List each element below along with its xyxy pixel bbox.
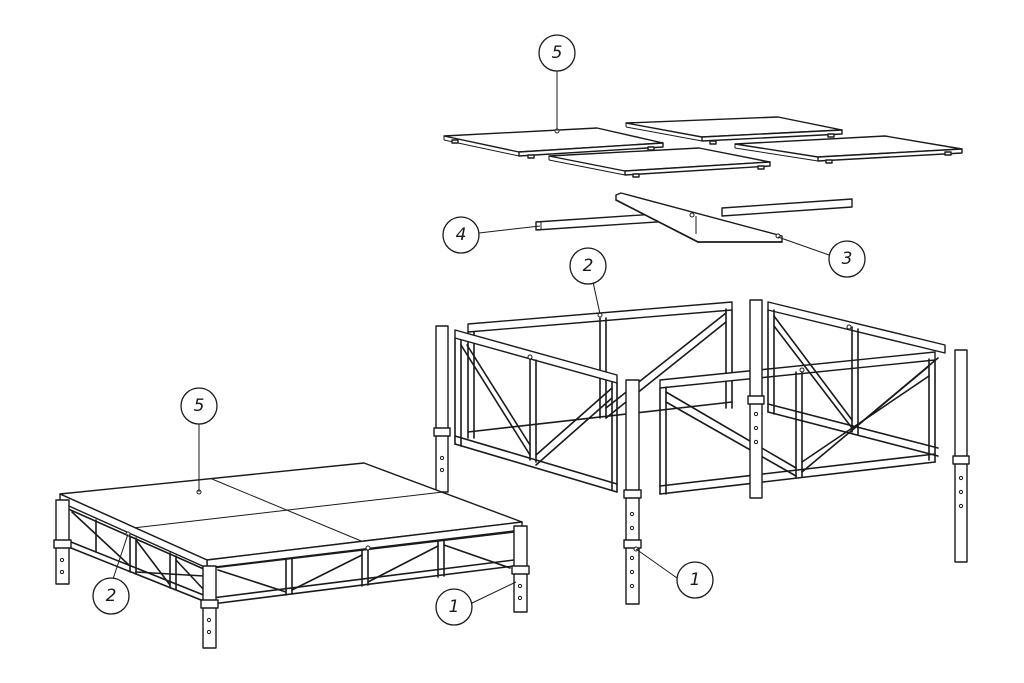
support-beams-exploded — [535, 192, 853, 243]
callout-3-label: 3 — [842, 249, 853, 269]
callout-1-left: 1 — [435, 588, 473, 626]
truss-frames-exploded — [454, 301, 946, 495]
assembled-stage — [53, 462, 530, 649]
callout-2-left-label: 2 — [106, 586, 117, 606]
callout-4-label: 4 — [456, 225, 467, 245]
callout-3: 3 — [828, 240, 866, 278]
callout-4: 4 — [442, 216, 480, 254]
callout-1-right: 1 — [676, 561, 714, 599]
callout-5-left-label: 5 — [194, 396, 205, 416]
callout-2-left: 2 — [92, 577, 130, 615]
callout-1-left-label: 1 — [449, 597, 460, 617]
callout-2-right-label: 2 — [583, 256, 594, 276]
callout-5-left: 5 — [180, 387, 218, 425]
callout-5-top-label: 5 — [552, 43, 563, 63]
callout-leaders — [112, 71, 830, 605]
deck-panels-exploded — [443, 116, 963, 178]
legs-exploded — [433, 299, 970, 605]
callout-5-top: 5 — [538, 34, 576, 72]
callout-1-right-label: 1 — [690, 570, 701, 590]
callout-2-right: 2 — [569, 247, 607, 285]
